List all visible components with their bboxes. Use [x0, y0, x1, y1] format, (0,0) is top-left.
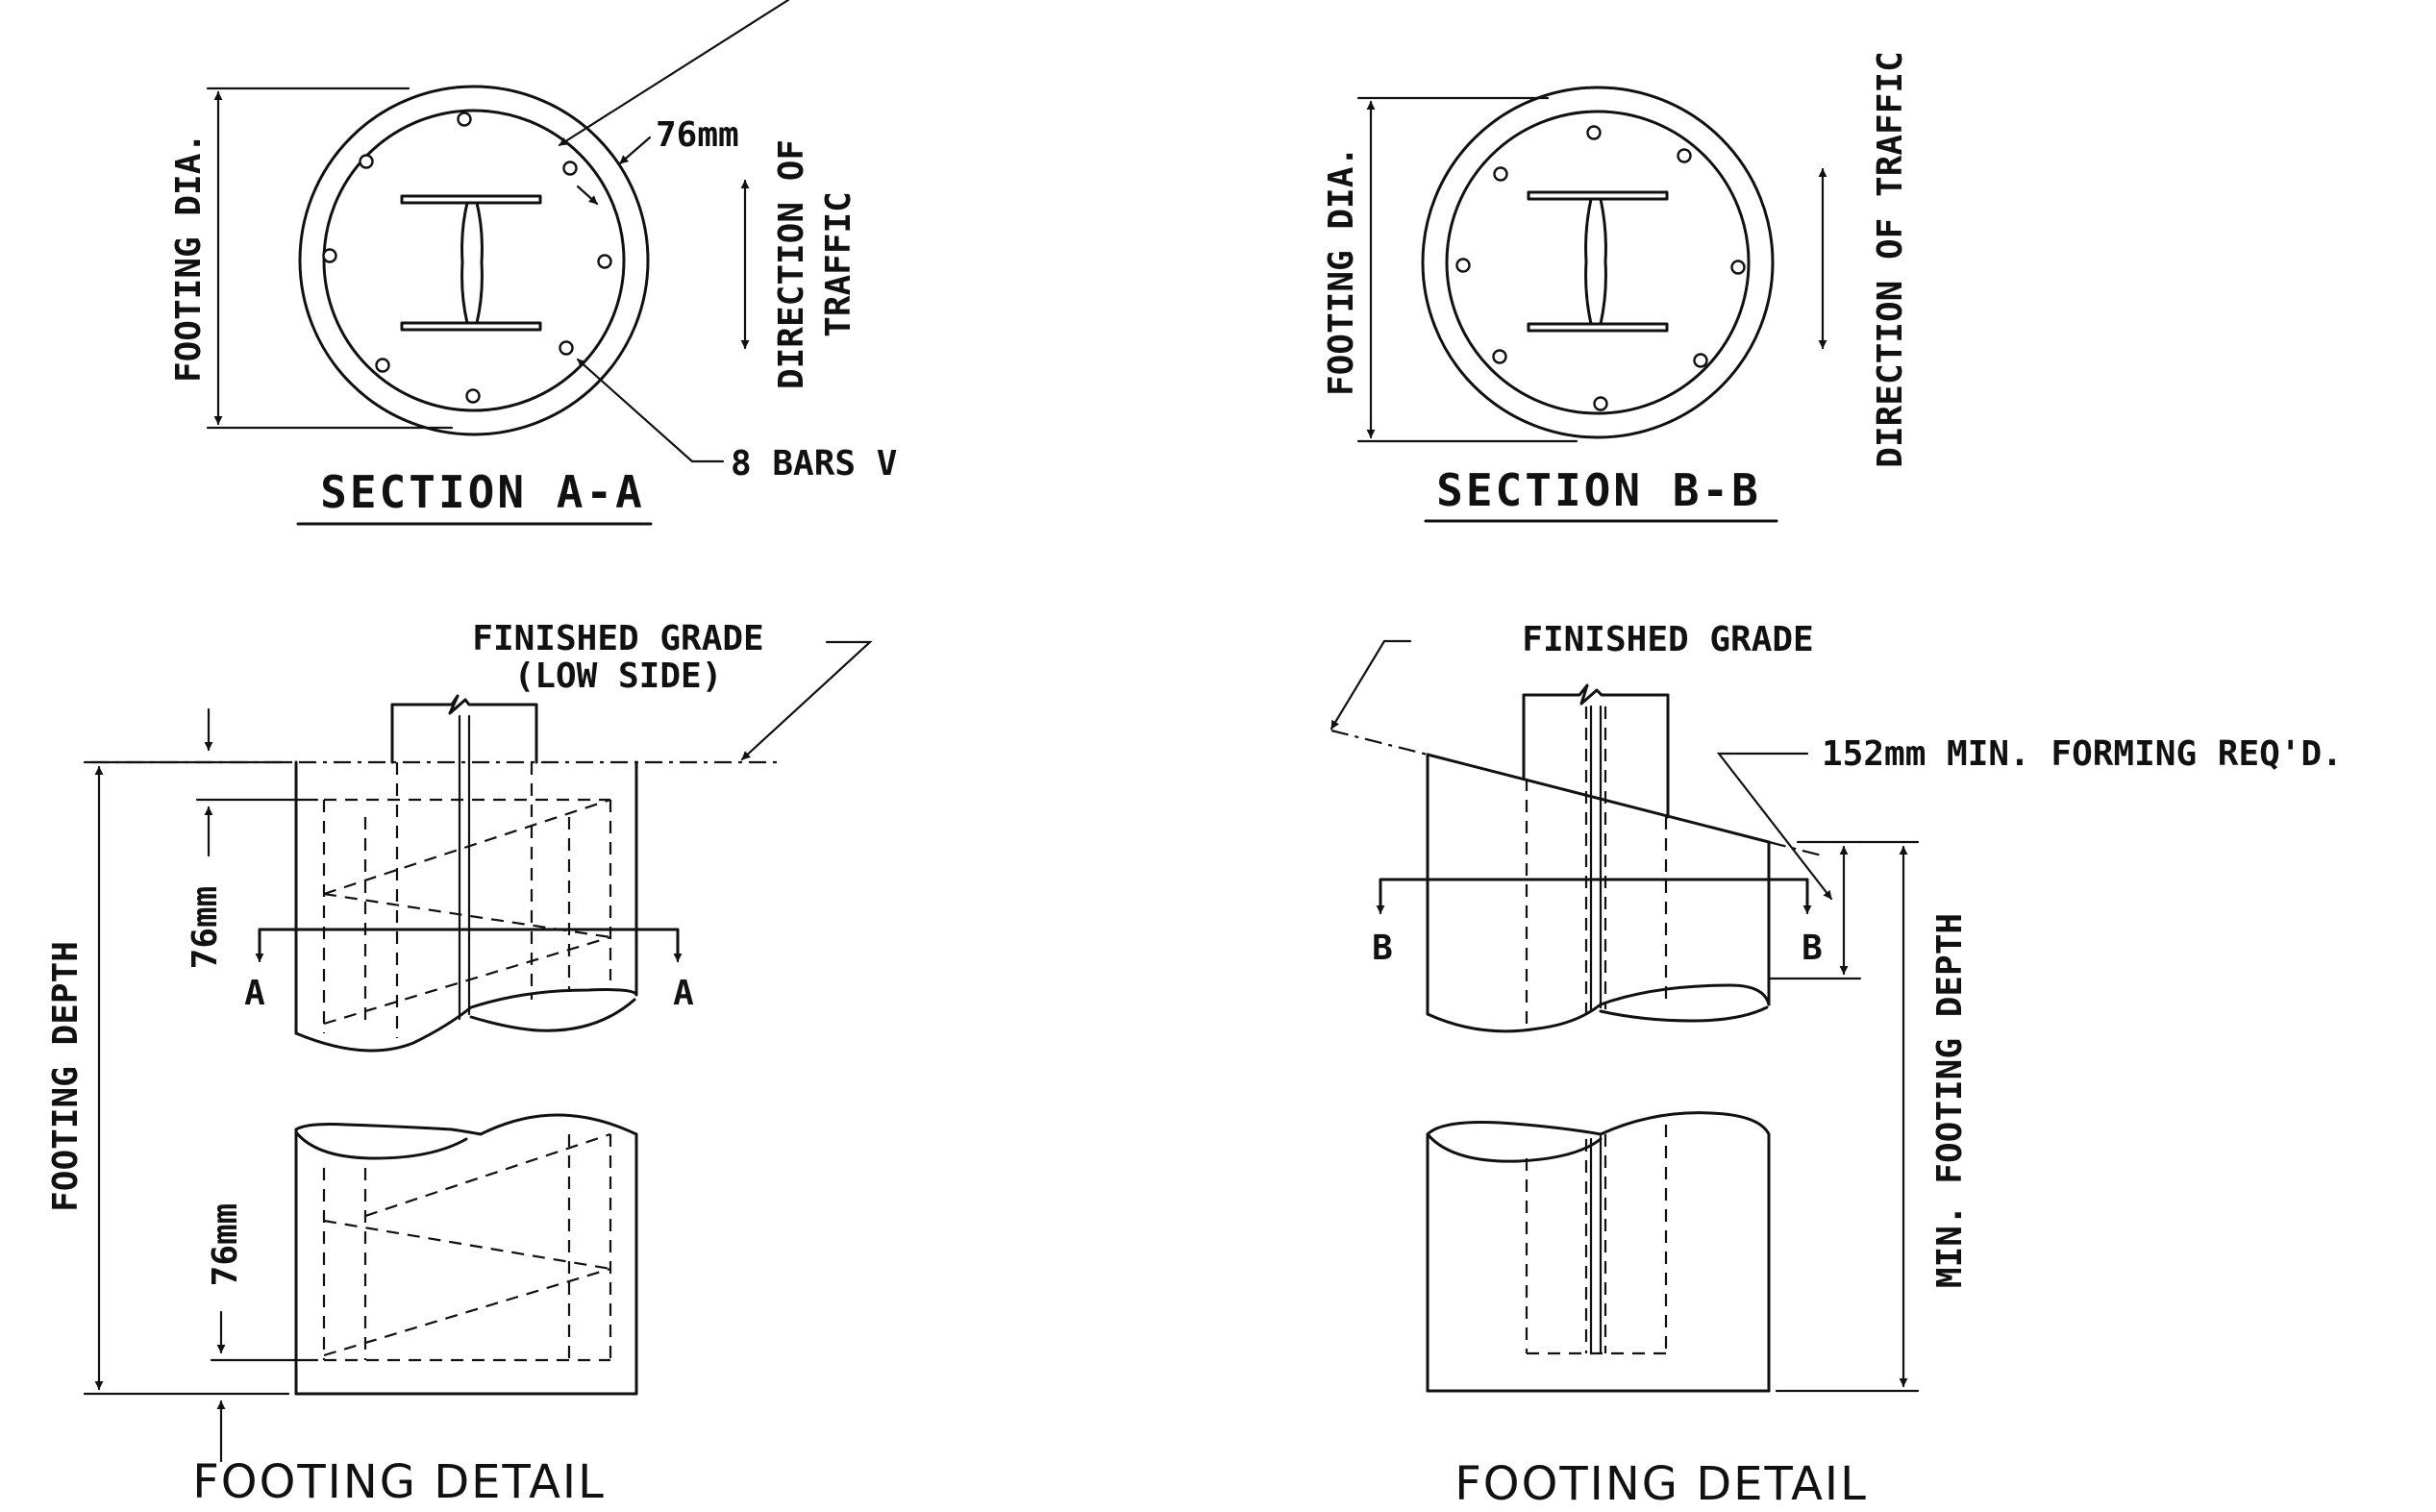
- cut-label-right: A: [673, 974, 694, 1013]
- rebar-bars: [1455, 125, 1746, 411]
- steel-post-section: [1527, 190, 1669, 333]
- footing-detail-right: FINISHED GRADE B: [1330, 620, 2343, 1511]
- footing-depth-label: FOOTING DEPTH: [46, 941, 86, 1212]
- bars-callout: 8 BARS V: [576, 358, 897, 483]
- cut-label-left: A: [244, 974, 265, 1013]
- traffic-direction: DIRECTION OF TRAFFIC: [1818, 51, 1910, 468]
- direction-label-line1: DIRECTION OF: [772, 139, 811, 389]
- top-spacing-dimension: 76mm: [186, 707, 319, 970]
- footing-depth-dimension: FOOTING DEPTH: [46, 760, 290, 1396]
- post-stub: [390, 694, 538, 764]
- rebar-bars: [322, 112, 612, 404]
- footing-detail-left: FINISHED GRADE (LOW SIDE): [46, 619, 873, 1509]
- cut-label-left: B: [1372, 929, 1393, 968]
- footing-dia-label: FOOTING DIA.: [169, 133, 209, 383]
- cut-label-right: B: [1802, 929, 1823, 968]
- leader-line: [558, 0, 790, 147]
- grade-leader: [1330, 639, 1412, 731]
- traffic-direction: DIRECTION OF TRAFFIC: [740, 139, 858, 389]
- footing-dia-dimension: FOOTING DIA.: [169, 87, 454, 430]
- section-b-b: FOOTING DIA. DIRECTION OF TRAFFIC SECTIO…: [1322, 51, 1910, 523]
- section-cut-b: B B: [1372, 878, 1823, 968]
- section-a-a: FOOTING DIA. 76mm DIRECTION OF TRAFFIC 8…: [169, 0, 897, 526]
- detail-left-title: FOOTING DETAIL: [192, 1455, 606, 1509]
- rebar-cage-circle: [1445, 110, 1751, 415]
- direction-label-line2: TRAFFIC: [819, 191, 858, 337]
- rebar-cage-circle: [322, 109, 626, 412]
- grade-label-line2: (LOW SIDE): [514, 657, 723, 696]
- grade-label-line1: FINISHED GRADE: [472, 619, 763, 658]
- direction-label: DIRECTION OF TRAFFIC: [1871, 51, 1910, 467]
- footing-body-lower: [1426, 1111, 1771, 1393]
- steel-post-section: [400, 194, 542, 332]
- section-cut-a: A A: [244, 928, 694, 1013]
- footing-dia-label: FOOTING DIA.: [1322, 146, 1361, 396]
- forming-label: 152mm MIN. FORMING REQ'D.: [1822, 734, 2343, 774]
- min-depth-label: MIN. FOOTING DEPTH: [1930, 913, 1970, 1288]
- min-footing-depth-dimension: MIN. FOOTING DEPTH: [1775, 840, 1970, 1393]
- bottom-spacing-dimension: 76mm: [206, 1203, 319, 1463]
- footing-body-upper: [1426, 705, 1771, 1033]
- cover-label: 76mm: [656, 115, 739, 155]
- footing-dia-dimension: FOOTING DIA.: [1322, 96, 1578, 443]
- section-b-title: SECTION B-B: [1436, 464, 1761, 516]
- spacing-top-label: 76mm: [186, 886, 225, 970]
- cover-dimension: 76mm: [576, 115, 739, 206]
- detail-right-title: FOOTING DETAIL: [1454, 1457, 1868, 1511]
- footing-body-upper: [294, 760, 638, 1053]
- finished-grade-line: [1330, 729, 1429, 756]
- footing-body-lower: [294, 1113, 638, 1396]
- footing-outline: [1421, 86, 1775, 439]
- footing-outline: [298, 85, 650, 436]
- bars-label: 8 BARS V: [731, 444, 897, 483]
- grade-label: FINISHED GRADE: [1522, 620, 1813, 659]
- forming-callout: 152mm MIN. FORMING REQ'D.: [1716, 734, 2343, 980]
- spacing-bottom-label: 76mm: [206, 1203, 245, 1287]
- grade-leader: [740, 640, 873, 761]
- post-stub: [1522, 683, 1670, 819]
- section-a-title: SECTION A-A: [320, 466, 645, 518]
